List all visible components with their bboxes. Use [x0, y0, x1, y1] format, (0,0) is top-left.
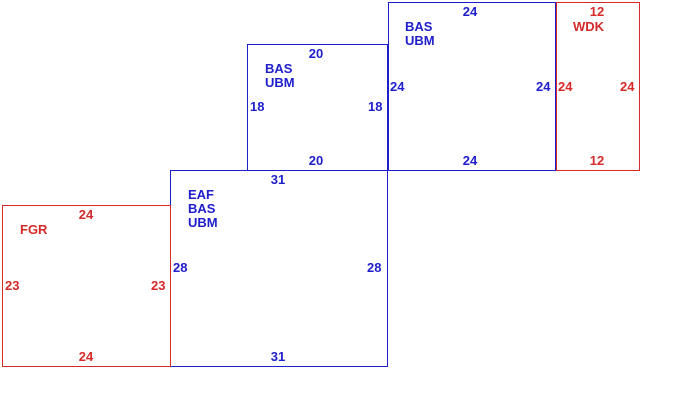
- room-eaf-bas-ubm-codes: EAF BAS UBM: [188, 188, 218, 230]
- room-bas-ubm-top-codes: BAS UBM: [405, 20, 435, 48]
- dim-bottom: 20: [308, 153, 324, 168]
- dim-left: 24: [558, 79, 573, 94]
- room-wdk-codes: WDK: [573, 20, 604, 34]
- dim-right: 28: [367, 260, 382, 275]
- dim-bottom: 31: [270, 349, 286, 364]
- dim-bottom: 12: [589, 153, 605, 168]
- room-code: WDK: [573, 19, 605, 34]
- dim-top: 20: [308, 46, 324, 61]
- dim-left: 18: [250, 99, 265, 114]
- dim-left: 28: [173, 260, 188, 275]
- room-fgr: [2, 205, 171, 367]
- room-wdk: [556, 2, 640, 171]
- room-code: EAF: [188, 187, 214, 202]
- dim-top: 12: [589, 4, 605, 19]
- dim-top: 31: [270, 172, 286, 187]
- dim-bottom: 24: [78, 349, 94, 364]
- dim-top: 24: [462, 4, 478, 19]
- room-code: UBM: [265, 75, 295, 90]
- dim-top: 24: [78, 207, 94, 222]
- room-code: BAS: [265, 61, 293, 76]
- room-bas-ubm-middle-codes: BAS UBM: [265, 62, 295, 90]
- room-code: BAS: [405, 19, 433, 34]
- room-code: BAS: [188, 201, 216, 216]
- dim-right: 24: [536, 79, 551, 94]
- room-bas-ubm-top: [388, 2, 556, 171]
- dim-right: 23: [151, 278, 166, 293]
- dim-bottom: 24: [462, 153, 478, 168]
- room-code: FGR: [20, 222, 48, 237]
- room-code: UBM: [405, 33, 435, 48]
- room-fgr-codes: FGR: [20, 223, 47, 237]
- dim-left: 23: [5, 278, 20, 293]
- dim-left: 24: [390, 79, 405, 94]
- dim-right: 24: [620, 79, 635, 94]
- dim-right: 18: [368, 99, 383, 114]
- room-code: UBM: [188, 215, 218, 230]
